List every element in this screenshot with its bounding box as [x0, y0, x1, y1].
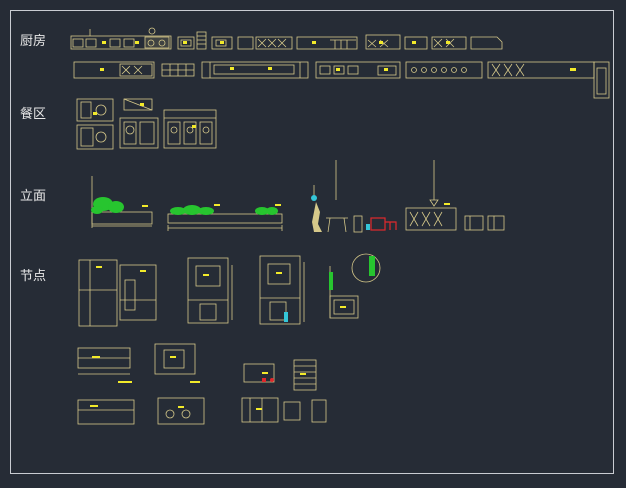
planter-elevation-2 — [167, 213, 283, 231]
detail-section-3 — [259, 255, 305, 325]
detail-section-2 — [187, 257, 233, 324]
detail-section-4 — [329, 253, 381, 319]
dining-elevation-1 — [76, 98, 114, 150]
kitchen-cabinet-plan-2 — [177, 31, 254, 50]
pendant-lamp-elevations — [313, 160, 439, 207]
kitchen-cabinet-plan-4 — [73, 61, 309, 79]
detail-plan-2 — [243, 359, 317, 391]
elevation-accents — [262, 195, 397, 382]
section-label-dining: 餐区 — [20, 107, 47, 122]
detail-section-1 — [78, 259, 157, 327]
drawing-frame — [10, 10, 614, 474]
plant-foliage — [91, 197, 375, 290]
planter-elevation-1 — [91, 176, 153, 228]
kitchen-cabinet-plan-5 — [315, 61, 610, 99]
dining-elevation-2 — [119, 98, 159, 149]
section-label-kitchen: 厨房 — [20, 34, 47, 49]
section-label-elevation: 立面 — [20, 189, 47, 204]
table-chair-elevations — [326, 207, 505, 233]
section-label-details: 节点 — [20, 269, 47, 284]
kitchen-cabinet-plan-3 — [255, 34, 503, 50]
dimension-highlights — [90, 41, 576, 410]
detail-plan-3 — [77, 397, 205, 425]
detail-plan-4 — [241, 397, 327, 423]
detail-plan-1 — [77, 343, 196, 375]
dining-elevation-3 — [163, 109, 217, 149]
kitchen-cabinet-plan-1 — [70, 27, 172, 50]
